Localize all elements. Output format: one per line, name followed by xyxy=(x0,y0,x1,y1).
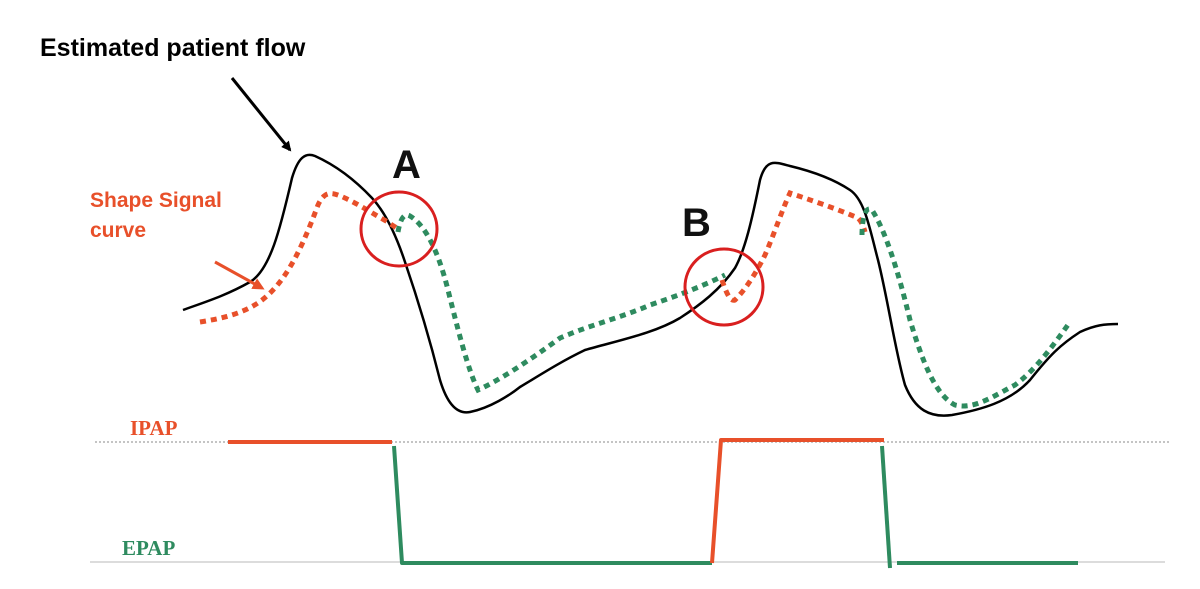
epap-label: EPAP xyxy=(122,536,175,560)
shape-signal-pointer-arrow xyxy=(214,260,265,290)
marker-b-label: B xyxy=(682,201,711,245)
shape-signal-label-line2: curve xyxy=(90,219,146,242)
shape-signal-orange-segment-1 xyxy=(199,191,402,325)
shape-signal-orange-segment-2 xyxy=(719,189,868,303)
shape-signal-label-line1: Shape Signal xyxy=(90,189,222,212)
epap-segment-2 xyxy=(880,445,892,569)
marker-a-label: A xyxy=(392,143,421,187)
trigger-circle-a xyxy=(359,190,439,268)
shape-signal-green-segment-2 xyxy=(859,206,1073,409)
ipap-segment-2 xyxy=(710,438,884,564)
ipap-label: IPAP xyxy=(130,416,178,440)
epap-segment-1 xyxy=(392,445,712,565)
trigger-circle-b xyxy=(683,247,765,327)
shape-signal-green-segment-1 xyxy=(395,212,727,394)
estimated-flow-curve xyxy=(182,153,1119,417)
flow-title-label: Estimated patient flow xyxy=(40,34,306,62)
flow-pointer-arrow xyxy=(230,77,292,152)
